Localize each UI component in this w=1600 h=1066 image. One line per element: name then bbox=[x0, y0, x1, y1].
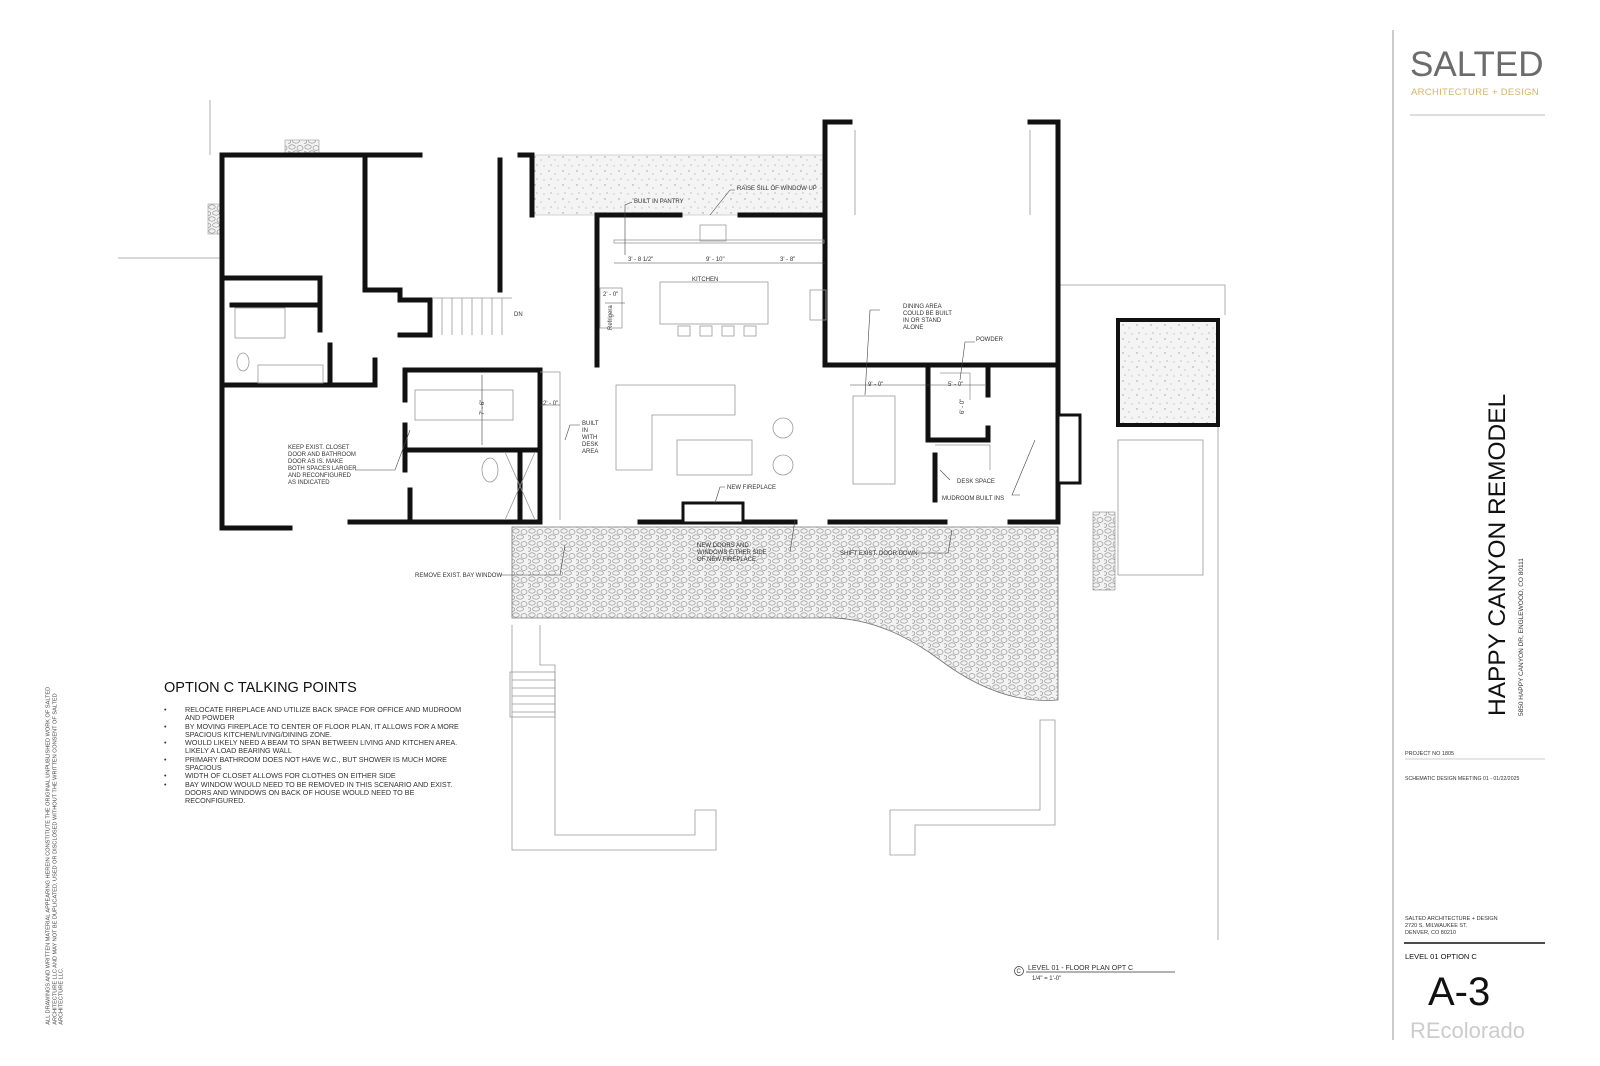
firm-address-2: 2720 S. MILWAUKEE ST. bbox=[1405, 923, 1468, 929]
stone-patio bbox=[511, 526, 1059, 701]
label-keep-closet-6: AS INDICATED bbox=[288, 480, 330, 486]
label-keep-closet-2: DOOR AND BATHROOM bbox=[288, 452, 356, 458]
talking-point: WOULD LIKELY NEED A BEAM TO SPAN BETWEEN… bbox=[164, 739, 464, 756]
label-raise-sill: RAISE SILL OF WINDOW UP bbox=[737, 186, 817, 192]
fireplace bbox=[681, 501, 745, 525]
label-kitchen: KITCHEN bbox=[692, 277, 718, 283]
label-new-fireplace: NEW FIREPLACE bbox=[727, 485, 776, 491]
talking-point: WIDTH OF CLOSET ALLOWS FOR CLOTHES ON EI… bbox=[164, 772, 464, 781]
dim-1: 3' - 8 1/2" bbox=[628, 257, 653, 263]
dim-dining: 9' - 0" bbox=[868, 382, 883, 388]
dim-closet: 7' - 6" bbox=[480, 400, 486, 415]
project-title: HAPPY CANYON REMODEL bbox=[1484, 394, 1511, 716]
drawing-scale: 1/4" = 1'-0" bbox=[1032, 976, 1061, 982]
firm-address-3: DENVER, CO 80210 bbox=[1405, 930, 1456, 936]
project-address: 5850 HAPPY CANYON DR, ENGLEWOOD, CO 8011… bbox=[1518, 558, 1525, 716]
label-desk-space: DESK SPACE bbox=[957, 479, 995, 485]
talking-points-heading: OPTION C TALKING POINTS bbox=[164, 680, 357, 696]
drawing-title: C LEVEL 01 - FLOOR PLAN OPT C 1/4" = 1'-… bbox=[1014, 965, 1175, 982]
site-lines bbox=[118, 100, 1226, 940]
talking-point: PRIMARY BATHROOM DOES NOT HAVE W.C., BUT… bbox=[164, 755, 464, 773]
label-new-doors-1: NEW DOORS AND bbox=[697, 543, 749, 549]
firm-logo-name: SALTED bbox=[1410, 45, 1544, 84]
label-powder: POWDER bbox=[976, 337, 1004, 343]
planter bbox=[1116, 318, 1220, 427]
project-number: PROJECT NO 1805 bbox=[1405, 751, 1454, 757]
fixtures bbox=[234, 130, 1031, 521]
dim-fridge: 2' - 0" bbox=[603, 292, 618, 298]
label-dining-2: COULD BE BUILT bbox=[903, 311, 952, 317]
label-keep-closet-5: AND RECONFIGURED bbox=[288, 473, 352, 479]
label-dining-1: DINING AREA bbox=[903, 304, 942, 310]
label-built-in-desk-1: BUILT bbox=[582, 421, 599, 427]
label-shift-door: SHIFT EXIST. DOOR DOWN bbox=[840, 551, 918, 557]
label-built-in-desk-3: WITH bbox=[582, 435, 597, 441]
sheet-title: LEVEL 01 OPTION C bbox=[1405, 952, 1477, 961]
title-block: SALTED ARCHITECTURE + DESIGN HAPPY CANYO… bbox=[1392, 30, 1545, 1043]
legal-notice: ALL DRAWINGS AND WRITTEN MATERIAL APPEAR… bbox=[45, 686, 65, 1025]
drawing-marker: C bbox=[1017, 969, 1022, 975]
label-dining-4: ALONE bbox=[903, 325, 923, 331]
label-keep-closet-1: KEEP EXIST. CLOSET bbox=[288, 445, 350, 451]
talking-points: OPTION C TALKING POINTS RELOCATE FIREPLA… bbox=[164, 680, 464, 806]
label-built-in-desk-5: AREA bbox=[582, 449, 598, 455]
label-built-in-desk-2: IN bbox=[582, 428, 588, 434]
drawing-title-text: LEVEL 01 - FLOOR PLAN OPT C bbox=[1028, 965, 1133, 972]
gravel-strip bbox=[531, 154, 826, 216]
yard-rectangle bbox=[1117, 439, 1204, 576]
talking-point: BAY WINDOW WOULD NEED TO BE REMOVED IN T… bbox=[164, 780, 464, 806]
label-mudroom: MUDROOM BUILT INS bbox=[942, 496, 1004, 502]
label-new-doors-3: OF NEW FIREPLACE bbox=[697, 557, 756, 563]
label-remove-bay: REMOVE EXIST. BAY WINDOW bbox=[415, 573, 502, 579]
label-dining-3: IN OR STAND bbox=[903, 318, 942, 324]
firm-logo-tagline: ARCHITECTURE + DESIGN bbox=[1411, 87, 1539, 98]
dim-desk: 2' - 0" bbox=[543, 401, 558, 407]
label-new-doors-2: WINDOWS EITHER SIDE bbox=[697, 550, 767, 556]
talking-points-list: RELOCATE FIREPLACE AND UTILIZE BACK SPAC… bbox=[164, 705, 464, 806]
walls bbox=[219, 119, 1082, 531]
label-refrigerator: Refrigera bbox=[608, 305, 614, 330]
recolorado-watermark: REcolorado bbox=[1410, 1018, 1525, 1043]
dim-powder-vertical: 6' - 0" bbox=[960, 399, 966, 414]
label-built-in-desk-4: DESK bbox=[582, 442, 598, 448]
label-keep-closet-3: DOOR AS IS. MAKE bbox=[288, 459, 343, 465]
label-keep-closet-4: BOTH SPACES LARGER bbox=[288, 466, 357, 472]
sheet-number: A-3 bbox=[1428, 970, 1490, 1014]
firm-address-1: SALTED ARCHITECTURE + DESIGN bbox=[1405, 916, 1498, 922]
dim-2: 9' - 10" bbox=[706, 257, 725, 263]
label-stair-dn: DN bbox=[514, 312, 523, 318]
dim-3: 3' - 8" bbox=[780, 257, 795, 263]
label-built-in-pantry: BUILT IN PANTRY bbox=[634, 199, 684, 205]
talking-point: BY MOVING FIREPLACE TO CENTER OF FLOOR P… bbox=[164, 722, 464, 740]
dim-powder: 5' - 0" bbox=[948, 382, 963, 388]
meeting-info: SCHEMATIC DESIGN MEETING 01 - 01/22/2025 bbox=[1405, 776, 1519, 782]
talking-point: RELOCATE FIREPLACE AND UTILIZE BACK SPAC… bbox=[164, 705, 464, 723]
plan-labels: BUILT IN PANTRY RAISE SILL OF WINDOW UP … bbox=[288, 186, 1004, 579]
